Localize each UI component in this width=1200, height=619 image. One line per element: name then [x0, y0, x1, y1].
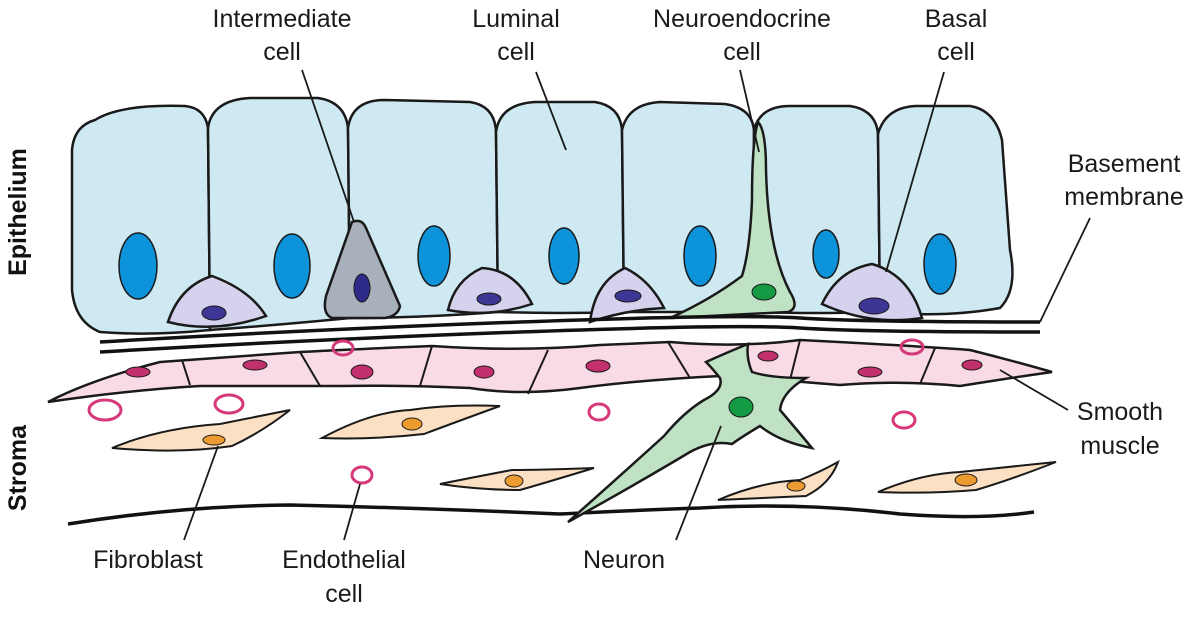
basal-nucleus — [476, 292, 502, 306]
endothelial-cells — [87, 338, 925, 485]
intermediate-cell — [323, 219, 402, 320]
endothelial-cell — [587, 402, 611, 422]
leader-neuron — [675, 425, 722, 541]
label-epithelium: Epithelium — [4, 148, 32, 276]
fibroblast-nucleus — [786, 480, 806, 492]
luminal-nucleus — [812, 229, 840, 279]
luminal-nucleus — [417, 225, 451, 287]
luminal-nucleus — [683, 225, 717, 287]
label-basal-2: cell — [937, 38, 975, 66]
label-stroma: Stroma — [4, 424, 32, 511]
leader-intermediate — [301, 69, 355, 223]
label-fibroblast: Fibroblast — [93, 546, 203, 574]
label-basement: Basement — [1068, 150, 1181, 178]
fibroblast-nuclei — [202, 417, 978, 492]
luminal-nuclei — [118, 225, 957, 300]
leader-smooth-muscle — [999, 369, 1069, 411]
basal-cell — [446, 266, 534, 315]
label-endothelial: Endothelial — [282, 546, 406, 574]
luminal-nucleus — [923, 233, 957, 295]
luminal-cell — [346, 98, 500, 320]
endothelial-cell — [213, 393, 245, 415]
label-intermediate-2: cell — [263, 38, 301, 66]
luminal-nucleus — [118, 232, 158, 300]
neuroendocrine-nucleus — [751, 283, 777, 301]
basal-cell — [166, 274, 268, 329]
endothelial-cell — [891, 410, 917, 430]
luminal-nucleus — [273, 233, 311, 299]
leader-luminal — [535, 71, 567, 151]
smooth-muscle-nucleus — [473, 365, 495, 379]
fibroblast-cell — [111, 409, 291, 452]
smooth-muscle-nucleus — [242, 359, 268, 371]
label-smooth-2: muscle — [1080, 432, 1159, 460]
luminal-cells — [70, 96, 1014, 335]
smooth-muscle-nucleus — [125, 366, 151, 378]
neuron-nucleus — [728, 396, 754, 418]
basal-nucleus — [201, 305, 227, 321]
luminal-cell — [876, 104, 1014, 316]
leader-endothelial — [343, 483, 361, 541]
luminal-cell — [70, 104, 212, 335]
fibroblast-cell — [717, 459, 840, 501]
neuron-cell — [567, 342, 816, 524]
smooth-muscle-nucleus — [961, 359, 983, 371]
luminal-cell — [494, 100, 626, 315]
label-luminal: Luminal — [472, 5, 560, 33]
endothelial-cell — [331, 339, 355, 357]
label-basal: Basal — [925, 5, 988, 33]
fibroblast-nucleus — [401, 417, 423, 431]
basal-nucleus — [614, 289, 642, 303]
label-neuroendocrine-2: cell — [723, 38, 761, 66]
basal-cell — [820, 262, 924, 322]
smooth-muscle-nucleus — [585, 359, 611, 373]
luminal-nucleus — [548, 227, 580, 285]
basal-nucleus — [858, 297, 890, 315]
luminal-cell — [206, 96, 352, 332]
label-neuroendocrine: Neuroendocrine — [653, 5, 831, 33]
intermediate-nucleus — [353, 273, 371, 303]
leader-neuroendocrine — [739, 69, 760, 153]
endothelial-cell — [87, 398, 123, 422]
stroma-boundary — [67, 503, 1035, 526]
smooth-muscle-band — [47, 338, 1053, 404]
luminal-cell — [752, 104, 882, 315]
label-endothelial-2: cell — [325, 580, 363, 608]
leader-fibroblast — [183, 445, 219, 541]
smooth-muscle-nucleus — [757, 350, 779, 362]
basal-nuclei — [201, 289, 890, 321]
fibroblast-nucleus — [504, 474, 524, 488]
label-basement-2: membrane — [1064, 183, 1184, 211]
label-neuron: Neuron — [583, 546, 665, 574]
fibroblast-nucleus — [954, 473, 978, 487]
basement-membrane — [99, 314, 1041, 354]
labels: Intermediate cell Luminal cell Neuroendo… — [93, 5, 1184, 608]
label-luminal-2: cell — [497, 38, 535, 66]
endothelial-cell — [350, 465, 374, 485]
fibroblast-nucleus — [202, 434, 226, 446]
leader-lines — [183, 69, 1091, 541]
leader-basal — [885, 71, 945, 273]
smooth-muscle — [47, 338, 1053, 404]
endothelial-cell — [899, 338, 925, 356]
leader-basement — [1039, 217, 1091, 323]
smooth-muscle-nucleus — [350, 364, 374, 380]
label-intermediate: Intermediate — [213, 5, 352, 33]
label-smooth: Smooth — [1077, 398, 1163, 426]
smooth-muscle-nucleus — [857, 366, 883, 378]
